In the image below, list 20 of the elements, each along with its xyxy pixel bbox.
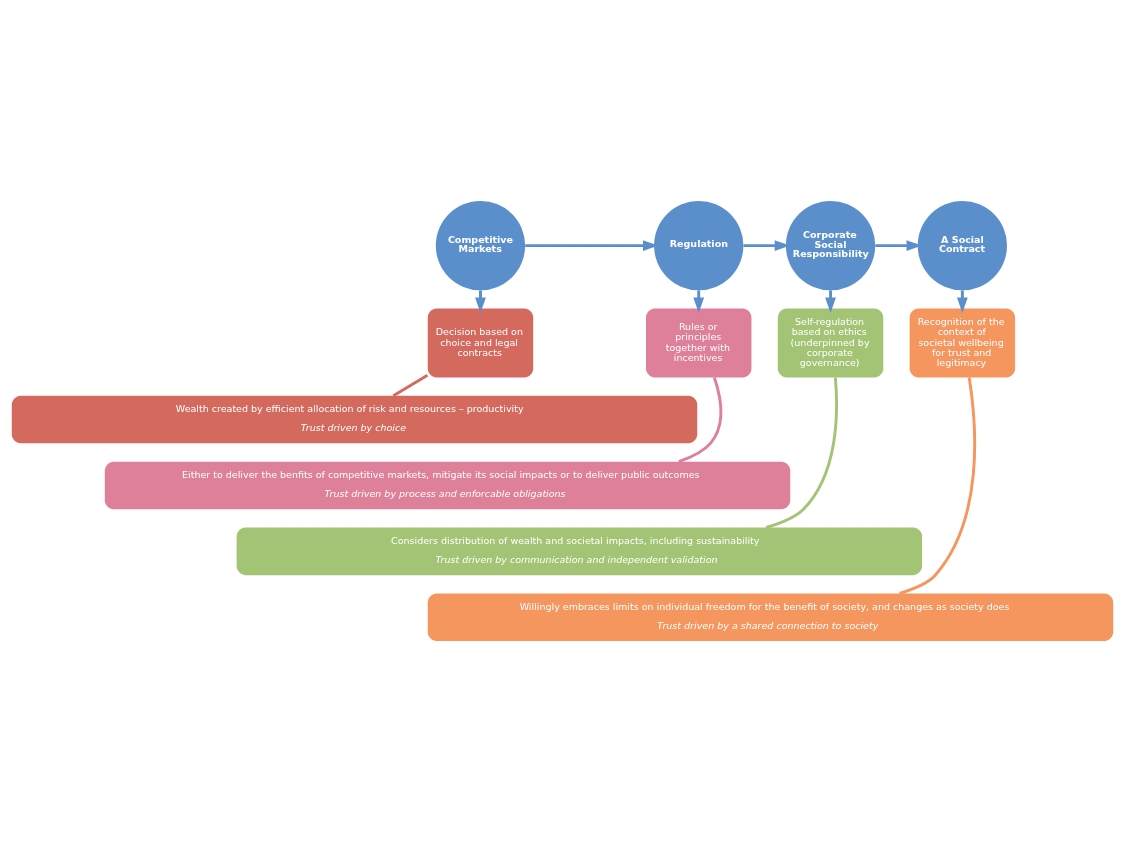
connector (678, 377, 723, 463)
connector (899, 377, 977, 595)
connector (765, 377, 838, 529)
node-box: Wealth created by efficient allocation of risk and resources – productivity Trust driven by choice (11, 395, 698, 444)
node-circle: Competitive Markets (435, 200, 526, 291)
node-circle: Regulation (654, 200, 744, 291)
node-box: Either to deliver the benfits of competitive markets, mitigate its social impacts or to deliver public outcomes Trust driven by process and enforcable obligations (104, 461, 791, 510)
node-box: Decision based on choice and legal contracts (427, 308, 534, 378)
node-box: Recognition of the context of societal wellbeing for trust and legitimacy (909, 308, 1016, 378)
node-circle: Corporate Social Responsibility (785, 200, 876, 291)
node-box: Considers distribution of wealth and societal impacts, including sustainability Trust driven by communication and independent validation (236, 527, 923, 576)
arrow (825, 290, 836, 313)
connector (392, 374, 429, 397)
node-circle: A Social Contract (917, 200, 1008, 291)
arrow (956, 290, 968, 313)
node-box: Self-regulation based on ethics (underpinned by corporate governance) (777, 308, 884, 378)
node-box: Willingly embraces limits on individual freedom for the benefit of society, and changes as society does Trust driven by a shared connection to society (427, 593, 1114, 642)
arrow (693, 290, 705, 313)
arrow (475, 290, 486, 313)
node-box: Rules or principles together with incentives (646, 308, 752, 378)
